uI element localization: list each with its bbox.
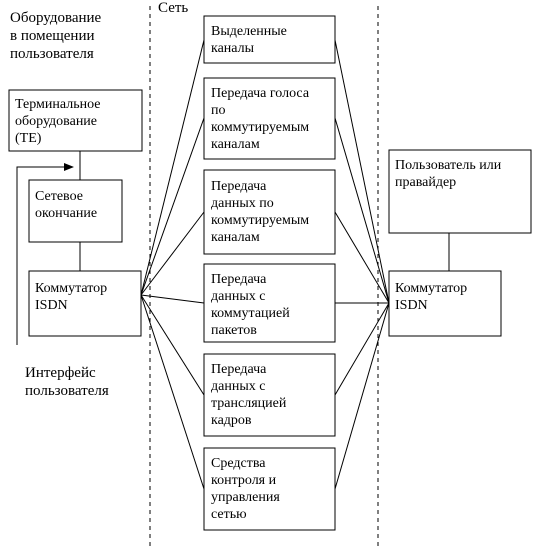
- service-box-voice: [203, 77, 336, 160]
- service-box-data-switched: [203, 169, 336, 255]
- left-switch-label: Коммутатор ISDN: [35, 281, 108, 313]
- service-label-leased: Выделенные каналы: [211, 24, 287, 56]
- service-box-management: [203, 447, 336, 531]
- user-interface-label: Интерфейс пользователя: [25, 365, 109, 399]
- service-label-frame-relay: Передача данных с трансляцией кадров: [211, 362, 287, 428]
- service-label-management: Средства контроля и управления сетью: [211, 456, 280, 522]
- interface-arrow: [16, 163, 74, 345]
- service-label-data-switched: Передача данных по коммутируемым каналам: [211, 179, 310, 245]
- right-switch-box: [388, 270, 502, 337]
- service-label-voice: Передача голоса по коммутируемым каналам: [211, 86, 310, 152]
- right-switch-label: Коммутатор ISDN: [395, 281, 468, 313]
- service-label-packet: Передача данных с коммутацией пакетов: [211, 272, 290, 338]
- network-termination-box: [28, 179, 123, 243]
- left-fan-lines: [140, 39, 205, 490]
- right-fan-lines: [334, 39, 390, 490]
- terminal-label: Терминальное оборудование (TE): [15, 97, 101, 146]
- provider-box: [388, 149, 532, 234]
- service-box-frame-relay: [203, 353, 336, 437]
- network-label: Сеть: [158, 0, 189, 16]
- user-premises-label: Оборудование в помещении пользователя: [10, 10, 102, 62]
- network-termination-label: Сетевое окончание: [35, 189, 98, 221]
- terminal-box: [8, 89, 143, 152]
- service-box-leased: [203, 15, 336, 64]
- left-switch-box: [28, 270, 142, 337]
- service-box-packet: [203, 263, 336, 343]
- provider-label: Пользователь или правайдер: [395, 158, 502, 190]
